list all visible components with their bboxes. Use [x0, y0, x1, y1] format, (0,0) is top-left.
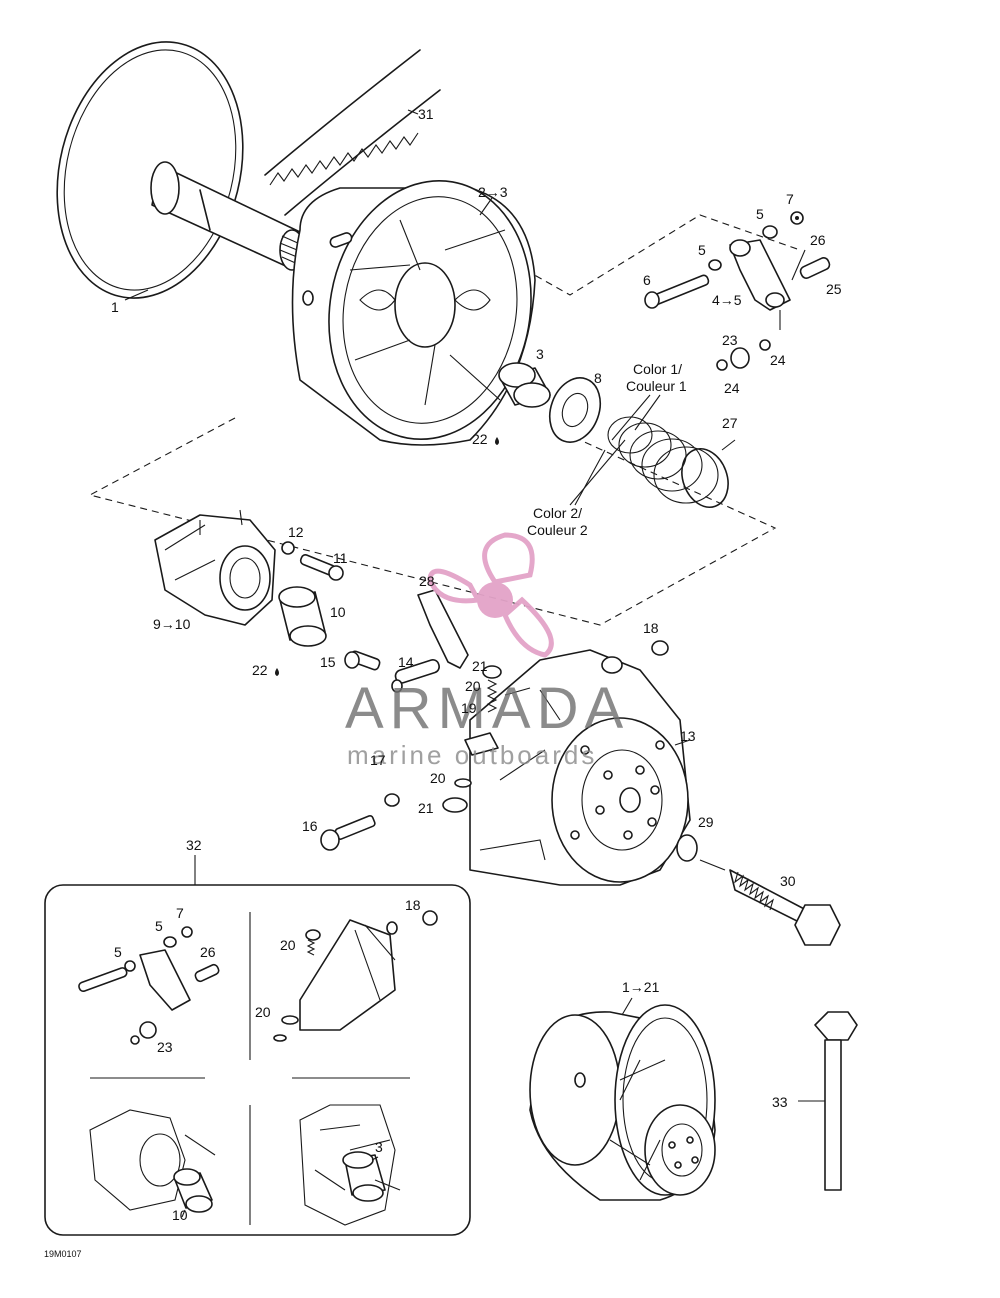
bolt-16-part — [320, 793, 400, 851]
watermark-logo: ARMADA marine outboards — [345, 532, 629, 770]
label-part-1-21: 1→21 — [622, 979, 660, 995]
label-inset-20b: 20 — [255, 1004, 271, 1020]
label-part-7a: 7 — [786, 191, 794, 207]
watermark-tagline: marine outboards — [347, 740, 597, 770]
inset-sheave-detail — [299, 1104, 401, 1226]
part-labels: 1 31 2→3 7 5 26 5 6 4→5 25 23 24 24 3 8 … — [44, 106, 842, 1259]
label-part-1: 1 — [111, 299, 119, 315]
propeller-blade-top — [482, 532, 535, 585]
label-part-17: 17 — [370, 752, 386, 768]
label-part-22a: 22 — [472, 431, 488, 447]
spring-part — [569, 394, 736, 508]
color1-line1: Color 1/ — [633, 361, 682, 377]
label-part-23a: 23 — [722, 332, 738, 348]
drive-housing-part — [442, 640, 691, 886]
color2-line1: Color 2/ — [533, 505, 582, 521]
label-inset-10: 10 — [172, 1207, 188, 1223]
propeller-blade-bottom — [501, 596, 554, 658]
label-inset-26: 26 — [200, 944, 216, 960]
label-part-5b: 5 — [698, 242, 706, 258]
label-part-5a: 5 — [756, 206, 764, 222]
label-part-20b: 20 — [430, 770, 446, 786]
label-inset-7: 7 — [176, 905, 184, 921]
label-part-31: 31 — [418, 106, 434, 122]
label-inset-32: 32 — [186, 837, 202, 853]
label-part-27: 27 — [722, 415, 738, 431]
label-part-9-10: 9→10 — [153, 616, 191, 632]
label-part-11: 11 — [333, 550, 348, 566]
label-inset-20a: 20 — [280, 937, 296, 953]
governor-cup-part — [154, 509, 344, 647]
label-part-14: 14 — [398, 654, 414, 670]
long-bolt-part — [798, 1011, 858, 1191]
color2-line2: Couleur 2 — [527, 522, 588, 538]
label-part-20a: 20 — [465, 678, 481, 694]
propeller-blade-left — [427, 568, 482, 604]
label-part-15: 15 — [320, 654, 336, 670]
label-inset-3: 3 — [375, 1139, 383, 1155]
label-part-16: 16 — [302, 818, 318, 834]
label-part-28: 28 — [419, 573, 435, 589]
washer-part — [548, 377, 602, 443]
label-part-2-3: 2→3 — [478, 184, 508, 200]
label-part-10a: 10 — [330, 604, 346, 620]
lubricant-drop-icon — [495, 437, 499, 445]
drawing-code: 19M0107 — [44, 1249, 82, 1259]
label-part-22b: 22 — [252, 662, 268, 678]
movable-sheave-part — [291, 180, 536, 446]
bolt-30-part — [676, 834, 841, 946]
label-part-6: 6 — [643, 272, 651, 288]
label-inset-23: 23 — [157, 1039, 173, 1055]
label-part-25: 25 — [826, 281, 842, 297]
label-part-30: 30 — [780, 873, 796, 889]
label-part-24a: 24 — [770, 352, 786, 368]
inset-detail-box — [44, 855, 471, 1236]
assembly-outline-middle — [88, 417, 777, 626]
label-part-21b: 21 — [418, 800, 434, 816]
label-part-8: 8 — [594, 370, 602, 386]
label-part-3a: 3 — [536, 346, 544, 362]
label-inset-5a: 5 — [155, 918, 163, 934]
inset-arm-detail — [78, 926, 220, 1045]
label-part-13: 13 — [680, 728, 696, 744]
label-part-18a: 18 — [643, 620, 659, 636]
label-part-33: 33 — [772, 1094, 788, 1110]
complete-pulley-assembly — [529, 997, 716, 1201]
drive-belt-part — [264, 49, 441, 216]
label-inset-18: 18 — [405, 897, 421, 913]
roller-lever-part — [344, 589, 469, 693]
label-part-26a: 26 — [810, 232, 826, 248]
watermark-brand: ARMADA — [345, 676, 629, 741]
inset-housing-detail — [273, 910, 438, 1042]
label-inset-5b: 5 — [114, 944, 122, 960]
label-part-4-5: 4→5 — [712, 292, 742, 308]
label-part-12: 12 — [288, 524, 304, 540]
lubricant-drop-icon — [275, 668, 279, 676]
assembly-outline-upper — [409, 204, 801, 296]
label-part-24b: 24 — [724, 380, 740, 396]
propeller-hub-icon — [477, 582, 513, 618]
color1-line2: Couleur 1 — [626, 378, 687, 394]
inset-cup-detail — [89, 1109, 216, 1218]
label-part-29: 29 — [698, 814, 714, 830]
fixed-sheave-part — [56, 41, 305, 301]
cam-arm-assembly — [644, 211, 831, 371]
bushing-part — [498, 362, 551, 408]
label-part-21a: 21 — [472, 658, 488, 674]
label-part-19: 19 — [461, 700, 477, 716]
